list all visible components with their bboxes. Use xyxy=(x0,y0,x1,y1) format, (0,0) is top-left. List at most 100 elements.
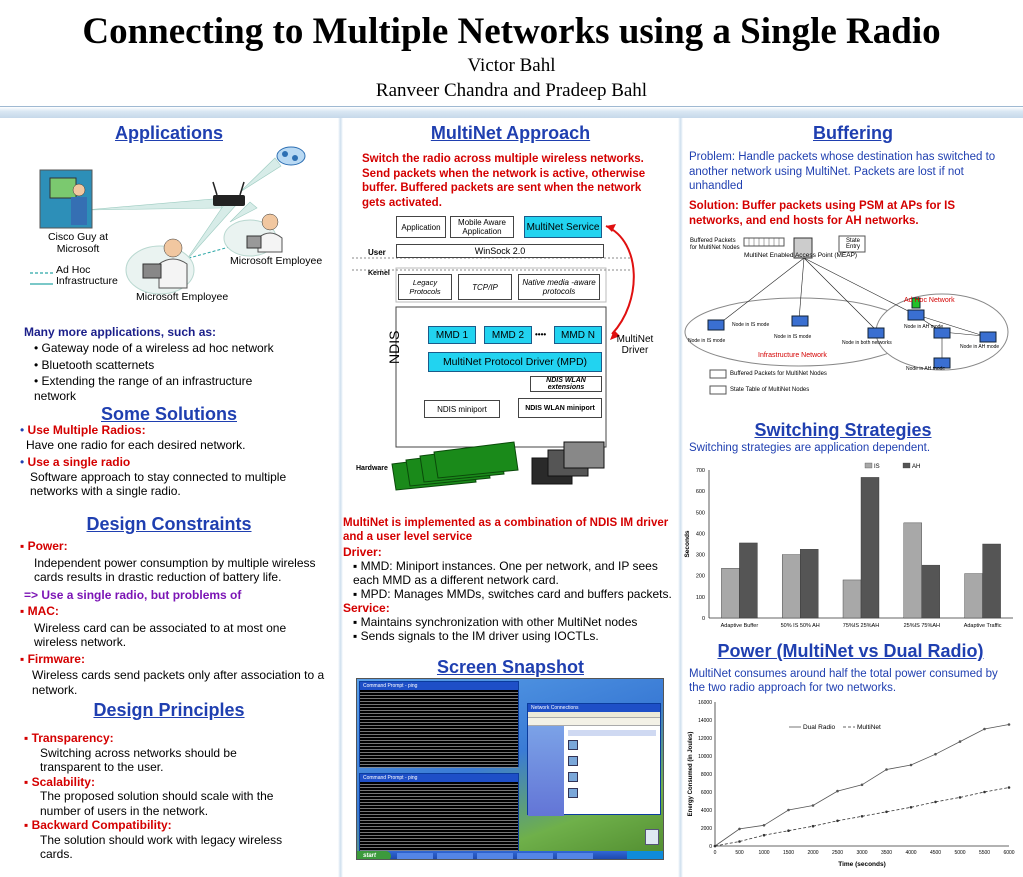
data-point xyxy=(909,806,913,809)
taskbar: start xyxy=(357,851,663,859)
data-point xyxy=(958,796,962,799)
legend-label: AH xyxy=(912,464,920,470)
list-item: • Gateway node of a wireless ad hoc netw… xyxy=(34,341,274,355)
winsock-box: WinSock 2.0 xyxy=(396,244,604,258)
data-point xyxy=(811,804,815,807)
driver-item-mmd: MMD: Miniport instances. One per network… xyxy=(353,559,658,587)
solution-1-title: Use Multiple Radios: xyxy=(27,423,146,437)
solution-1-text: Have one radio for each desired network. xyxy=(26,437,246,452)
mac-constraint-text: Wireless card can be associated to at mo… xyxy=(34,620,287,650)
mmd-n-box: MMD N xyxy=(554,326,602,344)
firmware-constraint-title: Firmware: xyxy=(27,651,85,666)
x-tick-label: 4500 xyxy=(930,850,941,856)
start-button[interactable]: start xyxy=(357,851,391,859)
power-subtitle: MultiNet consumes around half the total … xyxy=(689,668,998,694)
data-point xyxy=(958,740,962,743)
data-point xyxy=(1007,723,1011,726)
taskbar-item[interactable] xyxy=(517,853,553,859)
bar-ah xyxy=(921,564,941,619)
switching-strategies-heading: Switching Strategies xyxy=(754,420,932,440)
y-tick-label: 12000 xyxy=(698,736,712,742)
data-point xyxy=(738,827,741,831)
data-point xyxy=(860,815,864,818)
y-tick-label: 700 xyxy=(696,468,705,474)
data-point xyxy=(909,763,913,767)
service-item-sync: Maintains synchronization with other Mul… xyxy=(360,615,638,629)
node-both-label: Node in both networks xyxy=(842,340,892,346)
data-point xyxy=(1007,786,1011,789)
bar-is xyxy=(964,573,983,619)
more-applications-heading: Many more applications, such as: xyxy=(24,325,217,339)
node-is-label-3: Node in IS mode xyxy=(774,334,812,340)
solutions-content: • Use Multiple Radios: Have one radio fo… xyxy=(20,423,330,499)
applications-heading: Applications xyxy=(114,123,223,143)
command-window-2[interactable]: Command Prompt - ping xyxy=(359,773,519,852)
legend-state-label: State Table of MultiNet Nodes xyxy=(730,387,810,393)
list-item: • Bluetooth scatternets xyxy=(34,357,155,372)
design-constraints-heading: Design Constraints xyxy=(86,514,252,534)
x-tick-label: 3000 xyxy=(856,850,867,856)
column-divider-right xyxy=(678,118,683,877)
adhoc-network-label: Ad Hoc Network xyxy=(904,297,955,304)
power-heading: Power (MultiNet vs Dual Radio) xyxy=(717,641,984,661)
data-point xyxy=(713,844,717,848)
y-tick-label: 400 xyxy=(696,531,705,537)
principle-2-title: Scalability: xyxy=(31,774,95,789)
y-tick-label: 0 xyxy=(702,616,705,622)
poster-title: Connecting to Multiple Networks using a … xyxy=(82,11,941,52)
node-ah-label-2: Node in AH mode xyxy=(960,344,1000,350)
data-point xyxy=(787,829,790,832)
hardware-label: Hardware xyxy=(356,465,388,472)
y-tick-label: 2000 xyxy=(701,826,712,832)
y-tick-label: 200 xyxy=(696,574,705,580)
node-is-label-2: Node in IS mode xyxy=(732,322,770,328)
command-window-1[interactable]: Command Prompt - ping xyxy=(359,681,519,768)
buffering-solution: Solution: Buffer packets using PSM at AP… xyxy=(689,200,956,227)
command-window-1-title: Command Prompt - ping xyxy=(360,682,518,690)
adhoc-legend-label: Ad Hoc xyxy=(56,264,91,276)
legacy-protocols-box: Legacy Protocols xyxy=(398,274,452,300)
bar-is xyxy=(842,579,862,619)
system-tray xyxy=(627,851,663,859)
node-ah-label-1: Node in AH mode xyxy=(904,324,944,330)
network-connections-window[interactable]: Network Connections xyxy=(527,703,661,816)
driver-service-content: Driver: ▪ MMD: Miniport instances. One p… xyxy=(343,545,675,643)
y-axis-label: Energy Consumed (in Joules) xyxy=(688,732,694,817)
recycle-bin-icon[interactable] xyxy=(645,829,659,845)
principle-2-text: The proposed solution should scale with … xyxy=(40,789,274,818)
implementation-heading: MultiNet is implemented as a combination… xyxy=(343,517,669,543)
list-item: • Extending the range of an infrastructu… xyxy=(34,374,253,403)
y-tick-label: 500 xyxy=(696,510,705,516)
data-point xyxy=(885,810,888,814)
data-point xyxy=(836,819,839,823)
x-tick-label: 0 xyxy=(714,850,717,856)
x-tick-label: 5000 xyxy=(954,850,965,856)
taskbar-item[interactable] xyxy=(437,853,473,859)
taskbar-item[interactable] xyxy=(397,853,433,859)
design-principles-heading: Design Principles xyxy=(93,700,245,720)
approach-intro: Switch the radio across multiple wireles… xyxy=(362,153,646,209)
mac-constraint-title: MAC: xyxy=(27,604,59,618)
x-axis-label: Time (seconds) xyxy=(838,861,886,868)
bar-is xyxy=(903,522,923,619)
taskbar-item[interactable] xyxy=(477,853,513,859)
principle-3-text: The solution should work with legacy wir… xyxy=(40,832,283,862)
network-window-title: Network Connections xyxy=(528,704,660,712)
bar-is xyxy=(721,568,740,619)
taskbar-item[interactable] xyxy=(557,853,593,859)
legend-label: IS xyxy=(874,464,880,470)
user-mode-label: User xyxy=(368,248,386,257)
ndis-label: NDIS xyxy=(386,330,402,364)
multinet-driver-label: MultiNet Driver xyxy=(616,334,654,356)
bar-ah xyxy=(739,542,758,619)
x-tick-label: 1000 xyxy=(758,850,769,856)
data-point xyxy=(762,833,766,837)
y-tick-label: 0 xyxy=(709,844,712,850)
data-point xyxy=(885,768,888,771)
x-tick-label: 1500 xyxy=(783,850,794,856)
data-point xyxy=(738,840,741,843)
constraints-content: ▪ Power: Independent power consumption b… xyxy=(20,539,330,697)
data-point xyxy=(762,824,766,827)
infrastructure-legend-label: Infrastructure xyxy=(56,275,118,287)
